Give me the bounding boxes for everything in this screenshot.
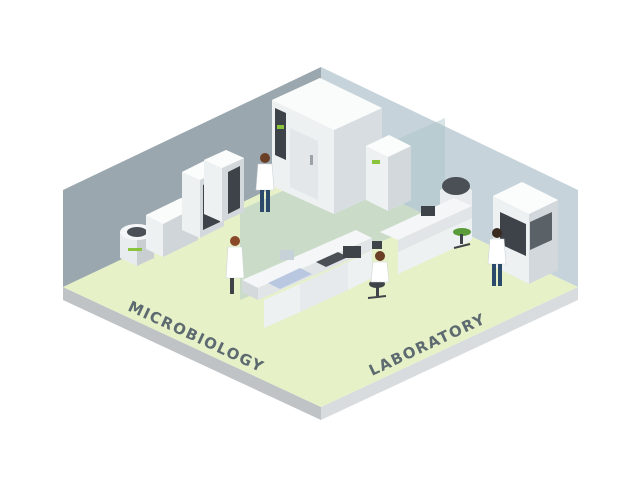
scientist-by-cold-room [255,153,275,212]
incubator-second [204,150,244,222]
scientist-by-cabinet [487,228,507,286]
scientist-seated [370,251,390,283]
cold-room [272,78,382,214]
scientist-at-island [225,236,245,294]
floor-edge-left [63,287,321,420]
lab-bench-island [242,230,372,328]
floor-edge-right [321,287,578,420]
fridge-right [366,135,411,211]
biosafety-cabinet [493,182,558,284]
chair-green [453,228,471,249]
